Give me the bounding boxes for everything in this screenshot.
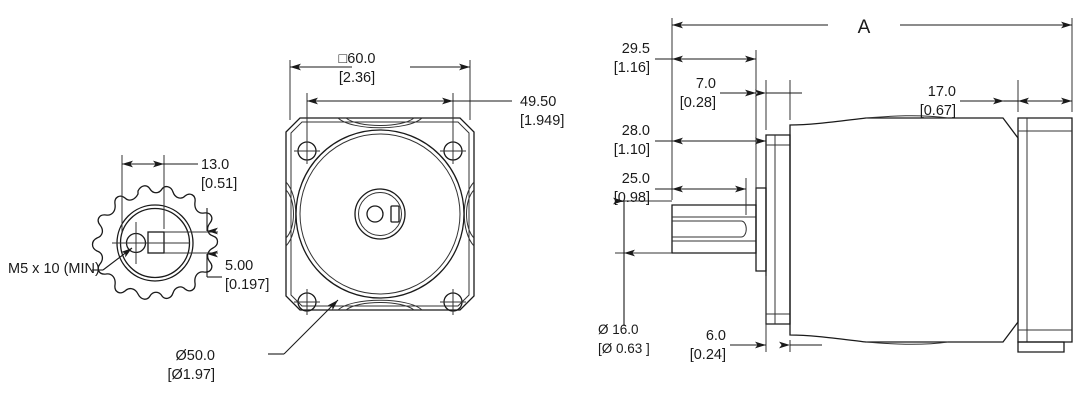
dim-dia16-mm: Ø 16.0 bbox=[598, 322, 639, 337]
leader-m5-thread bbox=[102, 247, 133, 271]
mounting-hole-bottom-right bbox=[440, 289, 466, 315]
housing-upper-crease bbox=[865, 115, 949, 119]
dim-square60-mm: □60.0 bbox=[339, 51, 376, 67]
hub-keyway bbox=[390, 205, 400, 223]
side-view-geometry bbox=[613, 18, 1073, 353]
body-arc-top-2 bbox=[345, 117, 415, 126]
label-overall-a: A bbox=[858, 17, 871, 38]
dim-170-mm: 17.0 bbox=[928, 84, 956, 100]
body-arc-left-2 bbox=[285, 189, 294, 239]
hub-center-bore bbox=[366, 205, 384, 223]
dim-square60-inch: [2.36] bbox=[339, 70, 375, 86]
pilot-circle-outer bbox=[295, 129, 465, 299]
dim-dia16-inch: [Ø 0.63 ] bbox=[598, 341, 650, 356]
dim-170-inch: [0.67] bbox=[920, 103, 956, 119]
dim-13-mm: 13.0 bbox=[201, 157, 229, 173]
output-shaft-body bbox=[671, 204, 757, 254]
motor-housing-body bbox=[789, 117, 1019, 343]
dim-5-mm: 5.00 bbox=[225, 258, 253, 274]
mounting-flange-plate bbox=[765, 134, 791, 325]
spline-outer-profile bbox=[91, 185, 219, 300]
dim-70-inch: [0.28] bbox=[680, 95, 716, 111]
dim-495-inch: [1.949] bbox=[520, 113, 564, 129]
dim-5-inch: [0.197] bbox=[225, 277, 269, 293]
leader-dia50 bbox=[283, 299, 339, 355]
body-arc-bottom bbox=[337, 299, 423, 311]
front-view-geometry bbox=[268, 60, 512, 355]
body-arc-bottom-2 bbox=[345, 302, 415, 311]
body-arc-right-2 bbox=[466, 189, 475, 239]
rear-foot-tab bbox=[1017, 341, 1065, 353]
flange-outer-square bbox=[285, 117, 475, 311]
dim-dia50-inch: [Ø1.97] bbox=[167, 367, 215, 383]
shaft-keyway-slot bbox=[672, 220, 747, 238]
dim-dia50-mm: Ø50.0 bbox=[176, 348, 216, 364]
pilot-circle-inner bbox=[299, 133, 461, 295]
dim-13-inch: [0.51] bbox=[201, 176, 237, 192]
body-arc-top bbox=[337, 117, 423, 129]
rear-end-cap bbox=[1017, 117, 1073, 343]
shaft-collar bbox=[755, 187, 767, 272]
hub-circle-inner bbox=[358, 192, 402, 236]
hub-circle-outer bbox=[354, 188, 406, 240]
dim-250-inch: [0.98] bbox=[614, 190, 650, 206]
label-m5-thread: M5 x 10 (MIN) bbox=[8, 261, 100, 277]
flange-inner-square bbox=[290, 121, 470, 307]
dim-280-mm: 28.0 bbox=[622, 123, 650, 139]
dim-250-mm: 25.0 bbox=[622, 171, 650, 187]
dim-495-mm: 49.50 bbox=[520, 94, 556, 110]
dim-280-inch: [1.10] bbox=[614, 142, 650, 158]
dim-60-mm: 6.0 bbox=[706, 328, 726, 344]
dim-295-inch: [1.16] bbox=[614, 60, 650, 76]
housing-lower-crease bbox=[865, 341, 949, 345]
shaft-end-view-geometry bbox=[91, 155, 222, 300]
dim-70-mm: 7.0 bbox=[696, 76, 716, 92]
dim-295-mm: 29.5 bbox=[622, 41, 650, 57]
mounting-hole-bottom-left bbox=[294, 289, 320, 315]
dim-60-inch: [0.24] bbox=[690, 347, 726, 363]
